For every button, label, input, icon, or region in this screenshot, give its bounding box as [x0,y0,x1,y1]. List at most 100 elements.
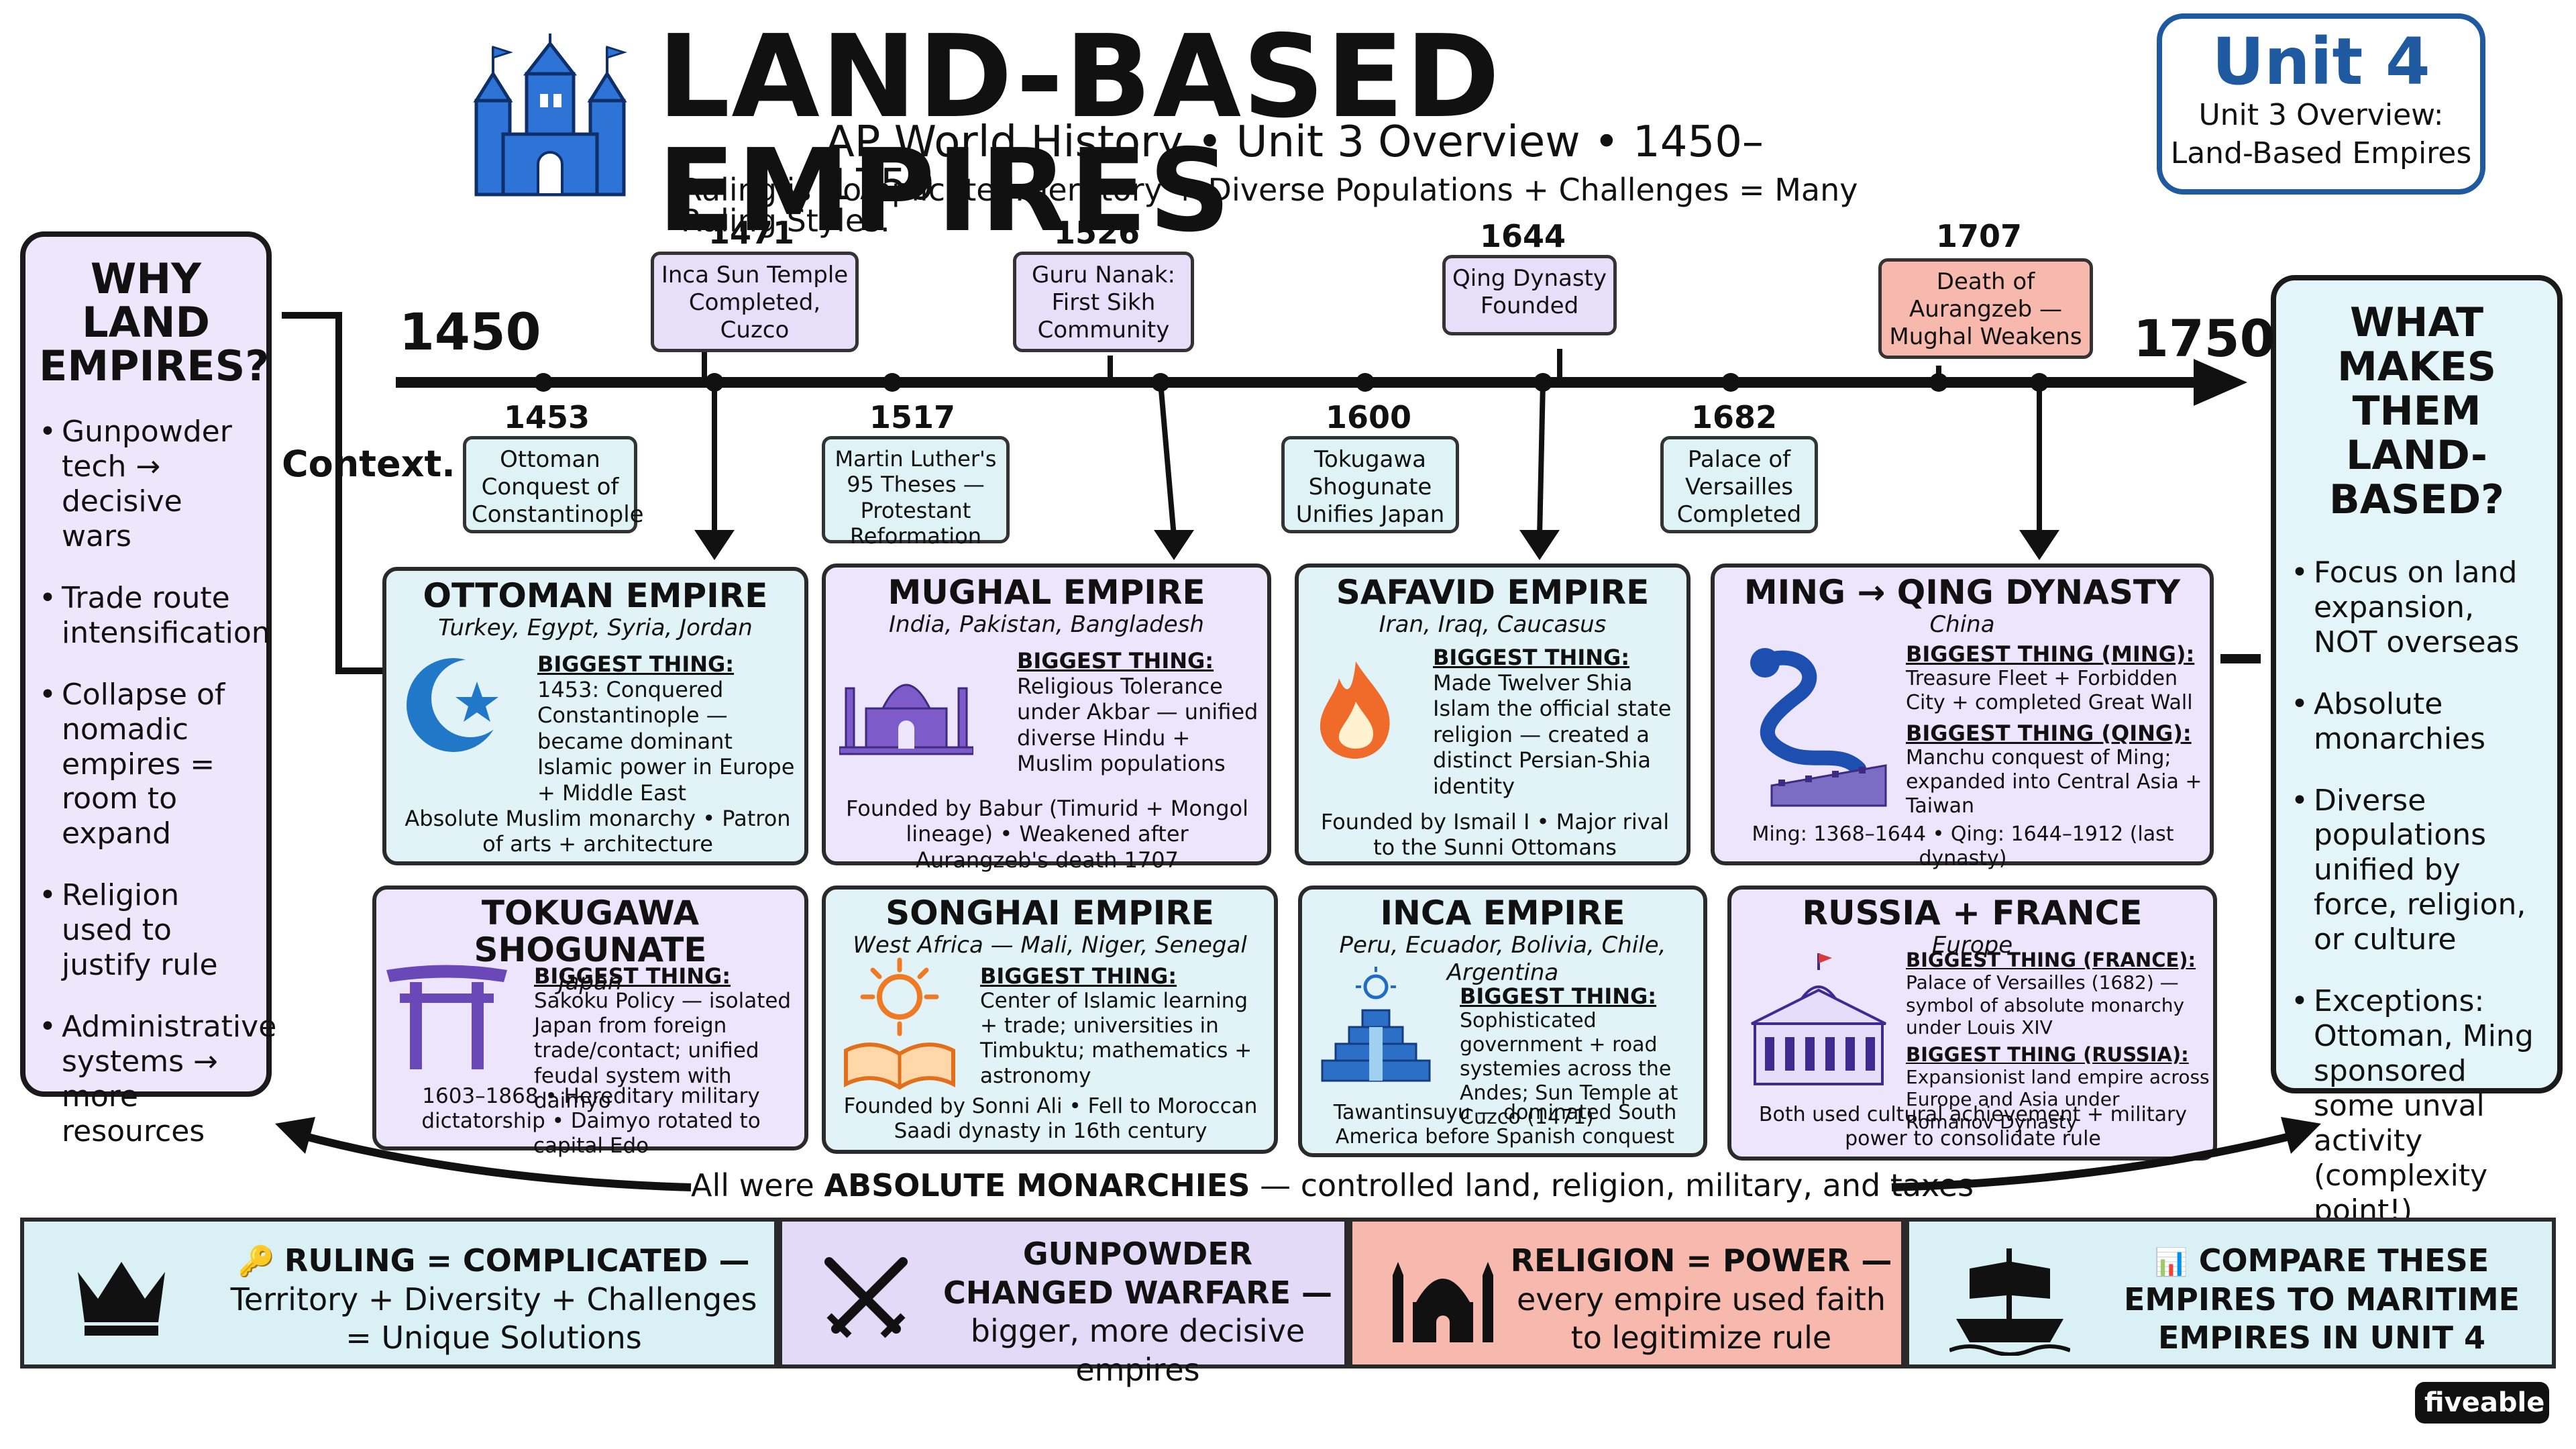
timeline-start-year: 1450 [399,302,541,362]
context-bracket [282,312,382,674]
card-location: Europe [1931,932,2013,959]
card-location: Turkey, Egypt, Syria, Jordan [438,614,753,641]
biggest-thing-label: BIGGEST THING: [980,963,1177,989]
banner-head: RELIGION = POWER — [1510,1242,1892,1279]
why-land-empires-panel: WHY LAND EMPIRES? Gunpowder tech → decis… [20,231,276,1148]
what-makes-land-based-panel: WHAT MAKES THEM LAND-BASED? Focus on lan… [2271,275,2563,1228]
absolute-monarchies-line: All were ABSOLUTE MONARCHIES — controlle… [691,1167,1974,1203]
mosque-icon [1393,1262,1493,1342]
event-box: Palace of Versailles Completed [1660,436,1818,533]
card-text: Center of Islamic learning + trade; univ… [980,989,1252,1088]
card-text: Manchu conquest of Ming; expanded into C… [1906,746,2202,818]
list-item: Gunpowder tech → decisive wars [39,415,253,554]
crossed-swords-icon [824,1257,908,1338]
banner-gunpowder: GUNPOWDER CHANGED WARFARE — bigger, more… [778,1218,1348,1388]
card-text: 1453: Conquered Constantinople — became … [537,677,795,806]
songhai-card: SONGHAI EMPIRE West Africa — Mali, Niger… [822,885,1278,1154]
timeline-dot [1929,373,1948,392]
tokugawa-card: TOKUGAWA SHOGUNATE Japan BIGGEST THING: … [372,885,808,1158]
event-box: Qing Dynasty Founded [1442,255,1617,335]
monarchies-pre: All were [691,1167,814,1203]
banner-head: 🔑 RULING = COMPLICATED — [237,1242,750,1279]
card-title: TOKUGAWA SHOGUNATE [474,894,707,969]
unit-line1: Unit 3 Overview: [2198,97,2444,132]
card-location: Japan [558,969,623,996]
list-item: Focus on land expansion, NOT overseas [2291,555,2542,660]
card-footer: Absolute Muslim monarchy • Patron of art… [405,806,791,857]
list-item: Collapse of nomadic empires = room to ex… [39,678,253,852]
biggest-thing-label: BIGGEST THING (RUSSIA): [1906,1042,2189,1066]
banner-compare: 📊 COMPARE THESE EMPIRES TO MARITIME EMPI… [1905,1218,2556,1368]
biggest-thing-label: BIGGEST THING: [1460,983,1657,1009]
ship-icon [1949,1248,2070,1356]
what-title: WHAT MAKES THEM LAND-BASED? [2329,299,2504,523]
banner-body: every empire used faith to legitimize ru… [1516,1281,1886,1356]
banner-religion: RELIGION = POWER — every empire used fai… [1348,1218,1905,1368]
card-footer: 1603–1868 • Hereditary military dictator… [421,1084,761,1159]
inca-card: INCA EMPIRE Peru, Ecuador, Bolivia, Chil… [1298,885,1707,1157]
event-year: 1644 [1479,218,1566,254]
card-footer: Both used cultural achievement + militar… [1758,1103,2188,1150]
page-title: LAND-BASED EMPIRES [657,11,1501,258]
card-footer: Tawantinsuyu — dominated South America b… [1333,1101,1677,1148]
event-box: Tokugawa Shogunate Unifies Japan [1281,436,1459,533]
timeline-dot [1534,373,1552,392]
event-box: Inca Sun Temple Completed, Cuzco [651,252,859,352]
card-title: SONGHAI EMPIRE [885,894,1214,932]
event-year: 1453 [503,399,590,435]
monarchies-bold: ABSOLUTE MONARCHIES [824,1167,1250,1203]
card-title: INCA EMPIRE [1380,894,1625,932]
event-box: Death of Aurangzeb — Mughal Weakens [1878,258,2093,359]
unit-line2: Land-Based Empires [2170,136,2472,170]
tagline: Ruling is Complicated. Territory + Diver… [681,172,1858,239]
event-year: 1682 [1690,399,1778,435]
ming-qing-card: MING → QING DYNASTY China BIGGEST THING … [1711,564,2214,870]
event-box: Martin Luther's 95 Theses — Protestant R… [822,436,1010,549]
biggest-thing-label: BIGGEST THING: [1017,648,1214,674]
biggest-thing-label: BIGGEST THING: [537,651,735,677]
card-title: RUSSIA + FRANCE [1802,894,2143,932]
key-icon: 🔑 [237,1244,275,1279]
sun-book-icon [844,957,955,1090]
safavid-card: SAFAVID EMPIRE Iran, Iraq, Caucasus BIGG… [1295,564,1690,865]
banner-head: 📊 COMPARE THESE EMPIRES TO MARITIME EMPI… [2123,1242,2520,1356]
mughal-card: MUGHAL EMPIRE India, Pakistan, Banglades… [822,564,1271,873]
timeline-end-year: 1750 [2133,309,2275,368]
event-box: Guru Nanak: First Sikh Community [1013,252,1194,352]
card-title: MING → QING DYNASTY [1743,573,2181,612]
card-footer: Founded by Babur (Timurid + Mongol linea… [846,796,1248,873]
unit-box: Unit 4 Unit 3 Overview: Land-Based Empir… [2157,13,2485,195]
monarchies-post: — controlled land, religion, military, a… [1260,1167,1974,1203]
list-item: Trade route intensification [39,581,270,651]
russia-france-card: RUSSIA + FRANCE Europe BIGGEST THING (FR… [1727,885,2217,1161]
card-text: Palace of Versailles (1682) — symbol of … [1906,971,2185,1039]
card-footer: Founded by Sonni Ali • Fell to Moroccan … [843,1094,1258,1144]
timeline-dot [1356,373,1375,392]
bar-chart-icon: 📊 [2154,1247,2188,1278]
timeline-dot [883,373,902,392]
why-title: WHY LAND EMPIRES? [39,254,270,391]
list-item: Administrative systems → more resources [39,1010,276,1149]
card-footer: Founded by Ismail I • Major rival to the… [1320,809,1670,861]
banner-head: GUNPOWDER CHANGED WARFARE — [943,1236,1333,1311]
card-text: Expansionist land empire across Europe a… [1906,1065,2210,1133]
page-subtitle: AP World History • Unit 3 Overview • 145… [825,117,1764,210]
banner-body: bigger, more decisive empires [970,1313,1305,1388]
card-title: SAFAVID EMPIRE [1336,573,1650,612]
timeline-dot [1721,373,1740,392]
biggest-thing-label: BIGGEST THING (MING): [1906,641,2195,667]
card-location: China [1929,611,1995,638]
event-year: 1707 [1935,218,2023,254]
fiveable-logo: fiveable [2415,1382,2549,1436]
crown-icon [78,1262,165,1336]
card-text: Sophisticated government + road systemie… [1460,1009,1678,1129]
list-item: Diverse populations unified by force, re… [2291,784,2542,958]
event-year: 1526 [1053,215,1140,251]
banner-ruling: 🔑 RULING = COMPLICATED — Territory + Div… [20,1218,778,1368]
timeline-dot [1151,373,1170,392]
card-title: MUGHAL EMPIRE [888,573,1205,612]
connector-dash [2220,654,2261,663]
ottoman-card: OTTOMAN EMPIRE Turkey, Egypt, Syria, Jor… [382,567,808,865]
taj-mahal-icon [839,684,973,755]
pyramid-icon [1321,967,1431,1082]
